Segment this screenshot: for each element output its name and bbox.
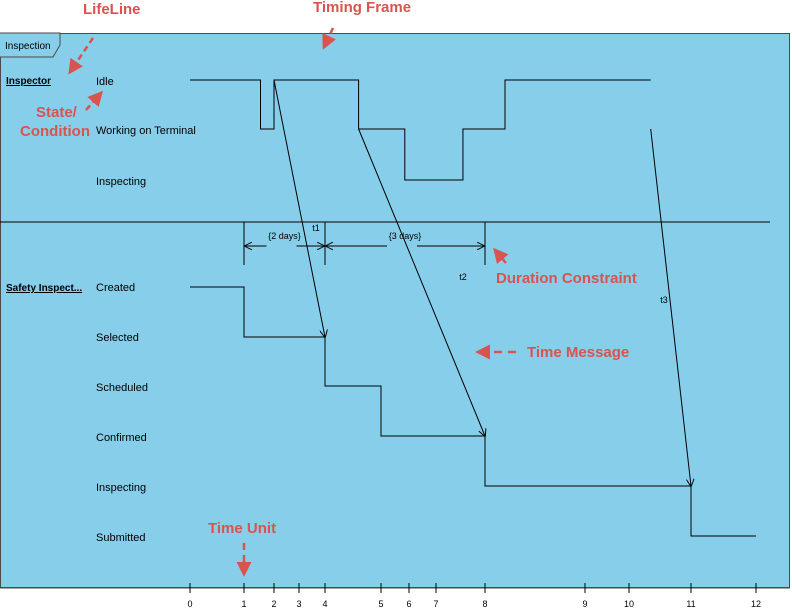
duration-constraints: {2 days} {3 days} <box>243 222 486 265</box>
inspector-state-timeline <box>190 79 651 181</box>
state-label: Confirmed <box>96 432 147 444</box>
annotations: LifeLine Timing Frame State/ Condition D… <box>20 0 637 577</box>
lifeline-name-inspector: Inspector <box>6 76 51 87</box>
state-label: Working on Terminal <box>96 125 196 137</box>
time-message-label: t1 <box>312 223 320 233</box>
state-label: Idle <box>96 76 114 88</box>
annotation-lifeline: LifeLine <box>83 1 141 18</box>
state-label: Scheduled <box>96 382 148 394</box>
annotation-time-unit: Time Unit <box>208 520 276 537</box>
lifeline-name-safety-inspection: Safety Inspect... <box>6 283 82 294</box>
annotation-timing-frame: Timing Frame <box>313 0 411 16</box>
axis-tick-label: 6 <box>406 599 411 609</box>
state-label: Inspecting <box>96 176 146 188</box>
axis-tick-label: 3 <box>296 599 301 609</box>
time-message-label: t3 <box>660 295 668 305</box>
safety-state-timeline <box>190 286 756 537</box>
axis-tick-label: 1 <box>241 599 246 609</box>
state-label: Selected <box>96 332 139 344</box>
annotation-duration-constraint: Duration Constraint <box>496 270 637 287</box>
state-label: Submitted <box>96 532 146 544</box>
axis-tick-label: 8 <box>482 599 487 609</box>
axis-tick-label: 2 <box>271 599 276 609</box>
time-messages: t1 t2 t3 <box>273 79 691 486</box>
axis-tick-label: 4 <box>322 599 327 609</box>
frame-tab: Inspection <box>0 32 61 58</box>
duration-label: {2 days} <box>268 231 301 241</box>
time-message-arrow <box>273 79 325 337</box>
axis-tick-label: 7 <box>433 599 438 609</box>
state-label: Created <box>96 282 135 294</box>
axis-tick-label: 9 <box>582 599 587 609</box>
timing-frame <box>0 33 790 588</box>
annotation-state: State/ <box>36 104 78 121</box>
time-message-arrow <box>650 128 691 486</box>
axis-tick-label: 12 <box>751 599 761 609</box>
annotation-time-message: Time Message <box>527 344 629 361</box>
frame-title: Inspection <box>5 41 51 52</box>
duration-label: {3 days} <box>389 231 422 241</box>
time-message-arrow <box>358 128 485 436</box>
axis-tick-label: 5 <box>378 599 383 609</box>
axis-tick-label: 0 <box>187 599 192 609</box>
axis-tick-label: 10 <box>624 599 634 609</box>
state-label: Inspecting <box>96 482 146 494</box>
axis-tick-label: 11 <box>686 599 695 609</box>
time-message-label: t2 <box>459 272 467 282</box>
annotation-condition: Condition <box>20 123 90 140</box>
